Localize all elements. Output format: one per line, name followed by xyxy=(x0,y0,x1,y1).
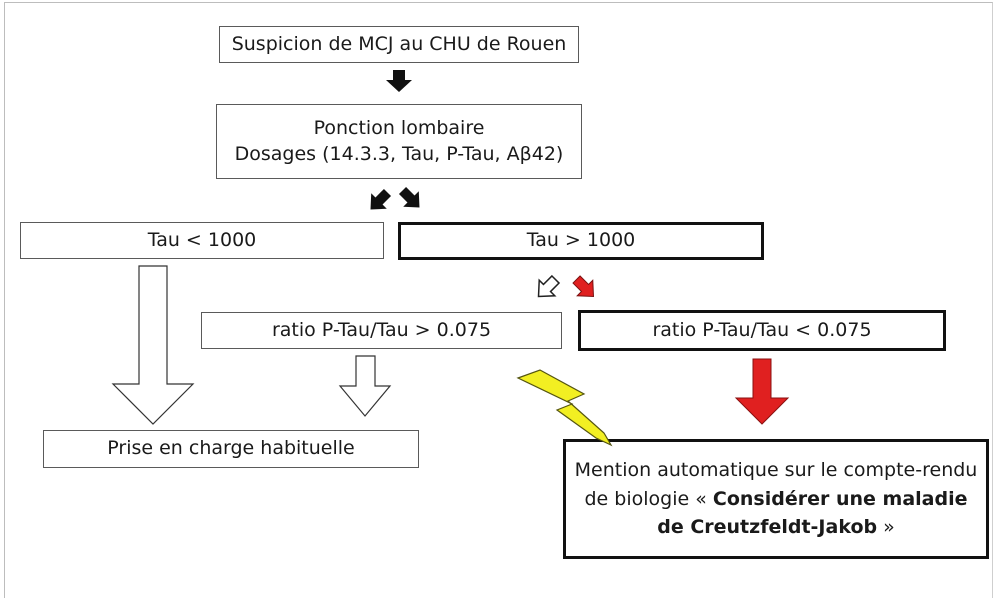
diagonal-arrow-right-red xyxy=(572,275,595,298)
suspicion-box: Suspicion de MCJ au CHU de Rouen xyxy=(219,26,579,63)
down-arrow-red xyxy=(734,358,790,425)
ratio-low-label: ratio P-Tau/Tau < 0.075 xyxy=(652,318,872,341)
suspicion-label: Suspicion de MCJ au CHU de Rouen xyxy=(231,32,567,55)
final-mention-bold: Considérer une maladie de Creutzfeldt-Ja… xyxy=(657,487,968,539)
lumbar-puncture-label: Ponction lombaire xyxy=(313,116,485,139)
final-mention-box: Mention automatique sur le compte-rendu … xyxy=(563,439,989,559)
tau-low-box: Tau < 1000 xyxy=(20,222,384,259)
final-mention-text: Mention automatique sur le compte-rendu … xyxy=(574,456,978,542)
diagonal-arrow-left-outline xyxy=(537,274,561,298)
diagonal-arrow-left-black xyxy=(370,188,392,210)
tau-high-label: Tau > 1000 xyxy=(526,229,636,252)
final-mention-part2: » xyxy=(877,516,895,539)
final-mention-part1: Mention automatique sur le compte-rendu … xyxy=(574,459,978,510)
hollow-arrow-large xyxy=(111,265,195,425)
ratio-high-box: ratio P-Tau/Tau > 0.075 xyxy=(201,312,562,349)
ratio-high-label: ratio P-Tau/Tau > 0.075 xyxy=(271,318,492,341)
lightning-icon xyxy=(516,369,613,447)
diagonal-arrow-right-black xyxy=(398,186,420,208)
dosages-label: Dosages (14.3.3, Tau, P-Tau, Aβ42) xyxy=(234,142,564,165)
tau-low-label: Tau < 1000 xyxy=(147,228,257,251)
diagram-frame xyxy=(4,2,993,598)
tau-high-box: Tau > 1000 xyxy=(398,222,764,260)
ratio-low-box: ratio P-Tau/Tau < 0.075 xyxy=(578,310,946,351)
lumbar-puncture-box: Ponction lombaire Dosages (14.3.3, Tau, … xyxy=(216,104,582,179)
hollow-arrow-small xyxy=(338,355,392,417)
down-arrow-black xyxy=(386,70,412,92)
usual-care-box: Prise en charge habituelle xyxy=(43,430,419,468)
usual-care-label: Prise en charge habituelle xyxy=(107,437,355,460)
